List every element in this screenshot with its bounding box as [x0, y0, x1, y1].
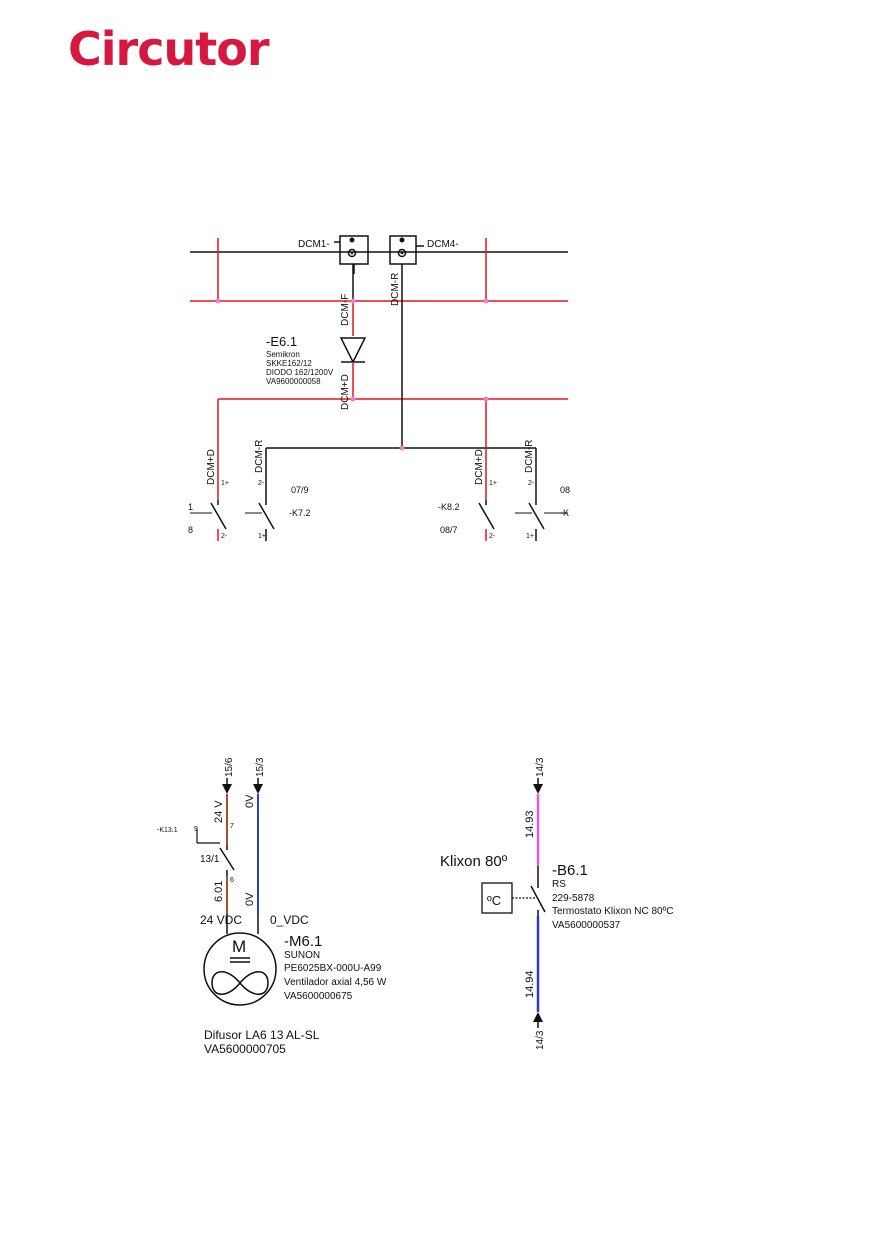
relay-contact — [219, 847, 235, 871]
klixon-title: Klixon 80º — [440, 853, 508, 870]
ref-k7-2: -K7.2 — [289, 508, 311, 518]
diode-desc: DIODO 162/1200V — [266, 368, 334, 377]
motor-code: VA5600000675 — [284, 991, 353, 1002]
ref-15-6: 15/6 — [224, 757, 235, 777]
thermostat-contact — [530, 885, 546, 913]
label-24vdc: 24 VDC — [200, 913, 242, 927]
label-eight: 8 — [188, 525, 193, 535]
thermostat-code: VA5600000537 — [552, 920, 621, 931]
top-schematic: DCM1- DCM4- DCM-F DCM-R DCM+D -E6.1 Semi… — [188, 235, 570, 541]
label-dcm1: DCM1- — [298, 239, 330, 250]
ref-08-7: 08/7 — [440, 525, 458, 535]
arrow-15-3 — [253, 784, 263, 794]
diode-code: VA9600000058 — [266, 377, 321, 386]
arrow-top — [533, 784, 543, 794]
contact-left-a — [210, 502, 227, 530]
label-left-dcm-r: DCM-R — [254, 440, 265, 473]
ref-07-9: 07/9 — [291, 485, 309, 495]
contact-left-b — [258, 502, 275, 530]
thermostat-desc: Termostato Klixon NC 80ºC — [552, 906, 673, 917]
circutor-logo: Circutor — [68, 22, 270, 76]
diode-symbol — [339, 337, 367, 364]
motor-model: PE6025BX-000U-A99 — [284, 963, 382, 974]
diffuser-label: Difusor LA6 13 AL-SL — [204, 1028, 320, 1042]
contact-right-a — [478, 502, 495, 530]
contact-right-b — [528, 502, 545, 530]
terminal-1plus-d: 1+ — [526, 533, 534, 540]
fan-schematic: 15/6 15/3 24 V 0V -K13.1 9 7 6 13/1 6.01… — [157, 757, 387, 1056]
label-0v-bottom: 0V — [244, 892, 256, 906]
diode-ref: -E6.1 — [266, 334, 297, 349]
terminal-1plus-b: 1+ — [258, 533, 266, 540]
label-dcm4: DCM4- — [427, 239, 459, 250]
fan-blade-icon — [211, 971, 269, 995]
ref-14-3-top: 14/3 — [535, 757, 546, 777]
thermostat-ref: -B6.1 — [552, 862, 588, 879]
ref-15-3: 15/3 — [255, 757, 266, 777]
pin-6: 6 — [230, 877, 234, 884]
motor-symbol — [203, 932, 277, 1006]
label-0-vdc: 0_VDC — [270, 913, 309, 927]
label-24v: 24 V — [213, 800, 225, 823]
sensor-label: ºC — [487, 893, 501, 908]
label-0v-top: 0V — [244, 794, 256, 808]
terminal-2minus-a: 2- — [258, 480, 265, 487]
label-right-dcm-d: DCM+D — [474, 449, 485, 485]
diode-maker: Semikron — [266, 350, 300, 359]
label-one: 1 — [188, 502, 193, 512]
ref-08: 08 — [560, 485, 570, 495]
arrow-15-6 — [222, 784, 232, 794]
terminal-2minus-d: 2- — [489, 533, 496, 540]
ref-k13-1: -K13.1 — [157, 827, 178, 834]
motor-maker: SUNON — [284, 950, 320, 961]
ref-k: -K — [560, 508, 569, 518]
label-14-94: 14.94 — [524, 970, 536, 998]
motor-ref: -M6.1 — [284, 933, 322, 950]
label-6-01: 6.01 — [213, 881, 225, 902]
thermostat-model: 229-5878 — [552, 893, 595, 904]
terminal-1plus-c: 1+ — [489, 480, 497, 487]
klixon-schematic: 14/3 14.93 Klixon 80º ºC -B6.1 RS 229-58… — [440, 757, 673, 1050]
pin-7: 7 — [230, 823, 234, 830]
label-dcm-d-mid: DCM+D — [340, 374, 351, 410]
label-right-dcm-r: DCM-R — [524, 440, 535, 473]
ref-k8-2: -K8.2 — [438, 502, 460, 512]
diffuser-code: VA5600000705 — [204, 1042, 286, 1056]
label-14-93: 14.93 — [524, 810, 536, 838]
terminal-2minus-b: 2- — [221, 533, 228, 540]
terminal-2minus-c: 2- — [528, 480, 535, 487]
motor-letter: M — [232, 937, 246, 956]
thermostat-maker: RS — [552, 879, 566, 890]
pin-9: 9 — [194, 826, 198, 833]
arrow-bottom — [533, 1012, 543, 1022]
terminal-1plus-a: 1+ — [221, 480, 229, 487]
label-dcm-f: DCM-F — [340, 294, 351, 326]
motor-desc: Ventilador axial 4,56 W — [284, 977, 387, 988]
label-left-dcm-d: DCM+D — [206, 449, 217, 485]
module-block-right — [389, 235, 417, 265]
ref-13-1: 13/1 — [200, 854, 220, 865]
label-dcm-r: DCM-R — [390, 273, 401, 306]
ref-14-3-bottom: 14/3 — [535, 1030, 546, 1050]
diode-model: SKKE162/12 — [266, 359, 312, 368]
